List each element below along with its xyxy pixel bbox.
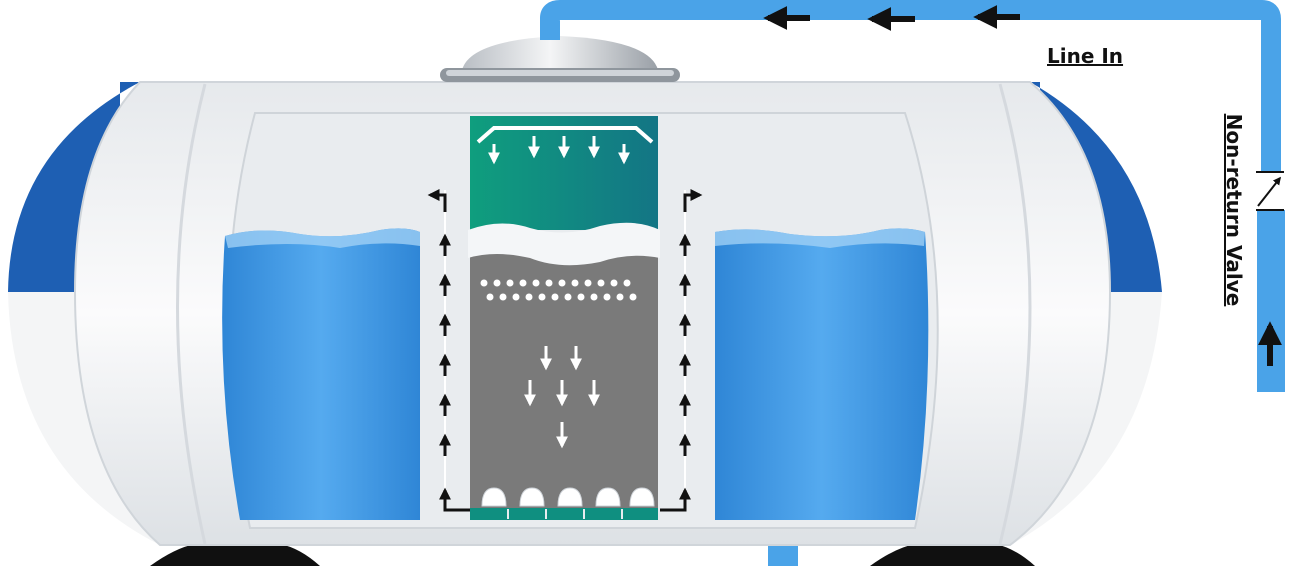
non-return-valve-label: Non-return Valve	[1222, 114, 1246, 307]
tank-feet	[150, 544, 1035, 566]
left-water-compartment	[222, 228, 420, 520]
treatment-chamber	[468, 116, 660, 520]
manhole-cover	[440, 36, 680, 82]
right-water-compartment	[715, 228, 928, 520]
line-in-label: Line In	[1047, 44, 1123, 68]
aeration-section	[470, 116, 658, 230]
flow-arrow-left-icon	[768, 17, 1020, 19]
